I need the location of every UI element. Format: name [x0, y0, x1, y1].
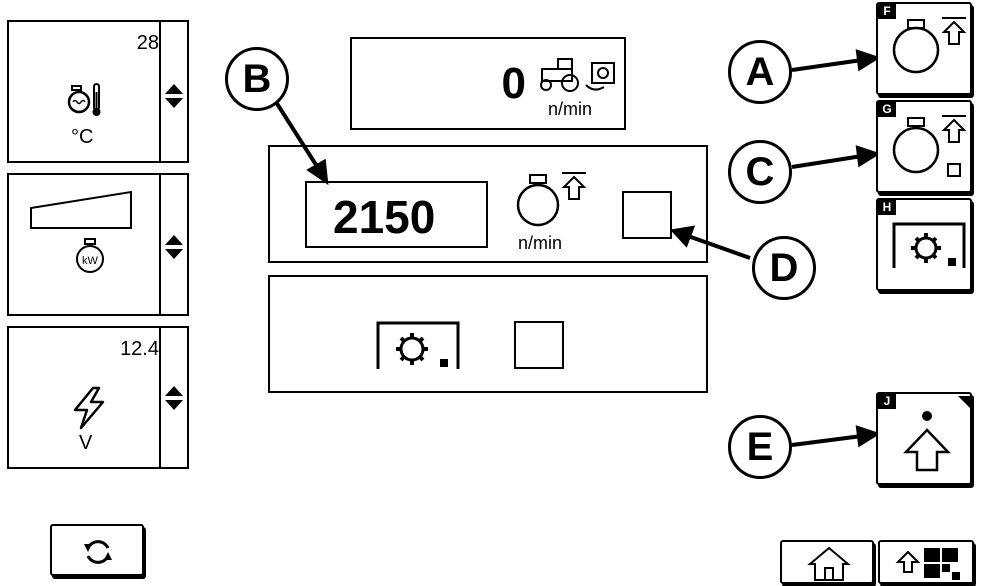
softkey-tag-g: G [878, 102, 896, 117]
engine-kw-icon: kW [76, 238, 104, 273]
coolant-temperature-gauge: 28 °C [7, 20, 189, 163]
adjust-arrows-icon[interactable] [164, 233, 184, 261]
softkey-f[interactable]: F [876, 2, 972, 95]
callout-e: E [728, 415, 792, 479]
pto-engage-panel [268, 275, 708, 393]
softkey-tag-h: H [878, 200, 896, 215]
softkey-g[interactable]: G [876, 100, 972, 193]
pto-speed-unit: n/min [548, 99, 593, 119]
pto-speed-value: 0 [501, 59, 526, 108]
engine-rpm-field[interactable]: 2150 [305, 181, 488, 248]
engine-up-icon [892, 17, 967, 74]
pto-engage-checkbox[interactable] [514, 321, 564, 369]
refresh-icon [84, 540, 112, 564]
refresh-button[interactable] [50, 524, 144, 576]
home-button[interactable] [780, 540, 874, 584]
callout-a: A [728, 40, 792, 104]
engine-rpm-panel: 2150 n/min [268, 145, 708, 263]
softkey-tag-f: F [878, 4, 896, 19]
battery-voltage-gauge: 12.4 V [7, 326, 189, 469]
softkey-tag-j: J [878, 394, 896, 409]
coolant-temperature-unit: °C [71, 126, 94, 148]
home-icon [807, 546, 851, 581]
engine-temperature-icon [67, 83, 101, 116]
menu-button[interactable] [878, 540, 974, 584]
battery-voltage-value: 12.4 [120, 338, 159, 360]
engine-load-gauge: kW [7, 173, 189, 316]
engine-rpm-checkbox[interactable] [622, 191, 672, 239]
callout-d: D [752, 236, 816, 300]
shift-menu-icon [895, 548, 960, 580]
adjust-arrows-icon[interactable] [164, 82, 184, 110]
corner-marker-icon [958, 396, 970, 408]
callout-c: C [728, 140, 792, 204]
lightning-icon [73, 386, 105, 430]
engine-up-square-icon [892, 115, 967, 177]
tractor-pto-icon [540, 58, 615, 92]
battery-voltage-unit: V [79, 432, 93, 454]
svg-text:kW: kW [82, 255, 99, 267]
pto-gear-icon [376, 321, 460, 369]
engine-rpm-up-icon [516, 172, 587, 227]
arrow-up-dot-icon [903, 411, 951, 472]
engine-rpm-value: 2150 [333, 191, 436, 243]
softkey-j[interactable]: J [876, 392, 972, 485]
softkey-h[interactable]: H [876, 198, 972, 291]
callout-b: B [225, 47, 289, 111]
pto-speed-display: 0 n/min [350, 37, 626, 130]
adjust-arrows-icon[interactable] [164, 384, 184, 412]
pto-gear-icon [892, 222, 966, 268]
coolant-temperature-value: 28 [136, 32, 159, 54]
engine-rpm-unit: n/min [518, 233, 563, 253]
load-bar-indicator [30, 190, 132, 229]
